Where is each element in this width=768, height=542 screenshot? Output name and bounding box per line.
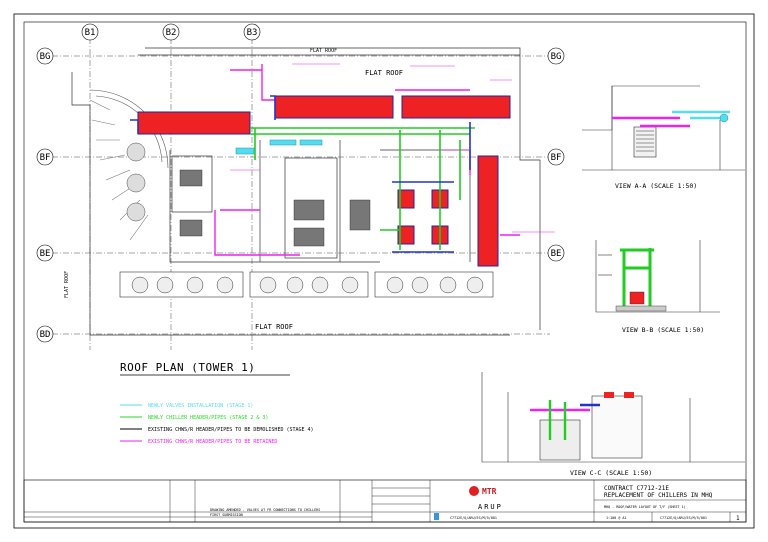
roof-plan-title: ROOF PLAN (TOWER 1) — [120, 361, 255, 374]
view-aa-pipes — [612, 110, 730, 128]
grid-label-be-right: BE — [551, 249, 562, 259]
flat-roof-mid-label: FLAT ROOF — [365, 69, 403, 77]
blue-pipes — [130, 95, 471, 253]
grid-label-be: BE — [40, 249, 51, 259]
consultant-name: ARUP — [478, 503, 503, 511]
view-bb-base — [615, 305, 667, 312]
grid-label-bd: BD — [40, 330, 51, 340]
grid-lines — [52, 38, 550, 350]
revision-value: 1 — [736, 515, 740, 522]
revision-row-text-2: FIRST SUBMISSION — [210, 513, 243, 517]
grid-label-b1: B1 — [85, 28, 96, 38]
flat-roof-left-label: FLAT ROOF — [64, 271, 70, 298]
drawing-title: MHQ - ROOF/WATER LAYOUT OF T/F (SHEET 1) — [604, 505, 686, 509]
stair-circles — [126, 142, 146, 222]
view-bb: VIEW B-B (SCALE 1:50) — [595, 240, 720, 334]
chiller-fans — [131, 276, 484, 294]
roof-plan: B1 B2 B3 BG BF BE BD BG BF BE — [36, 23, 565, 376]
drawing-code: C7712E/Q/ARU/ES/M/5/001 — [450, 516, 497, 520]
chiller-units-row — [119, 271, 494, 298]
title-block: DRAWING AMENDED - VALVES AT FR CONNECTIO… — [23, 479, 747, 523]
grid-bubble-labels: B1 B2 B3 BG BF BE BD BG BF BE — [40, 28, 562, 340]
view-cc-red-marker-2 — [624, 392, 634, 398]
view-bb-valve-red — [629, 291, 645, 305]
grid-bubbles — [36, 23, 565, 343]
plant-room-equipment — [179, 169, 371, 247]
grid-label-b3: B3 — [247, 28, 258, 38]
grid-label-bf-right: BF — [551, 153, 562, 163]
mtr-logo-text: MTR — [482, 487, 497, 496]
view-cc: VIEW C-C (SCALE 1:50) — [481, 372, 745, 477]
grid-label-bg-right: BG — [551, 52, 562, 62]
legend-item-3: EXISTING CHWS/R HEADER/PIPES TO BE DEMOL… — [148, 427, 314, 433]
red-equipment — [137, 95, 511, 267]
grid-label-b2: B2 — [166, 28, 177, 38]
view-aa-elbow — [719, 113, 729, 123]
grid-label-bg: BG — [40, 52, 51, 62]
legend-item-4: EXISTING CHWS/R HEADER/PIPES TO BE RETAI… — [148, 439, 277, 445]
contract-line-2: REPLACEMENT OF CHILLERS IN MHQ — [604, 492, 713, 499]
flat-roof-top-label: FLAT ROOF — [310, 48, 337, 54]
legend-item-2: NEWLY CHILLER HEADER/PIPES (STAGE 2 & 3) — [148, 415, 268, 421]
revision-row-text: DRAWING AMENDED - VALVES AT FR CONNECTIO… — [210, 508, 320, 512]
view-aa: VIEW A-A (SCALE 1:50) — [582, 85, 745, 190]
view-bb-pipes — [620, 248, 654, 308]
scale-value: 1:100 @ A1 — [606, 516, 626, 520]
view-cc-title: VIEW C-C (SCALE 1:50) — [570, 469, 652, 477]
legend: NEWLY VALVES INSTALLATION (STAGE 1) NEWL… — [120, 403, 314, 445]
view-bb-title: VIEW B-B (SCALE 1:50) — [622, 326, 704, 334]
view-aa-title: VIEW A-A (SCALE 1:50) — [615, 182, 697, 190]
cyan-valves — [235, 139, 323, 155]
grid-label-bf: BF — [40, 153, 51, 163]
contract-line-1: CONTRACT C7712-21E — [604, 485, 669, 492]
mtr-logo-icon — [469, 486, 479, 496]
arup-mark-icon — [434, 513, 439, 520]
outer-border — [13, 13, 755, 529]
drawing-number: C7712E/Q/ARU/ES/M/5/001 — [660, 516, 707, 520]
legend-item-1: NEWLY VALVES INSTALLATION (STAGE 1) — [148, 403, 253, 409]
view-cc-pipes — [530, 400, 600, 440]
view-cc-red-marker-1 — [604, 392, 614, 398]
flat-roof-bottom-label: FLAT ROOF — [255, 323, 293, 331]
magenta-annotations — [230, 63, 555, 233]
